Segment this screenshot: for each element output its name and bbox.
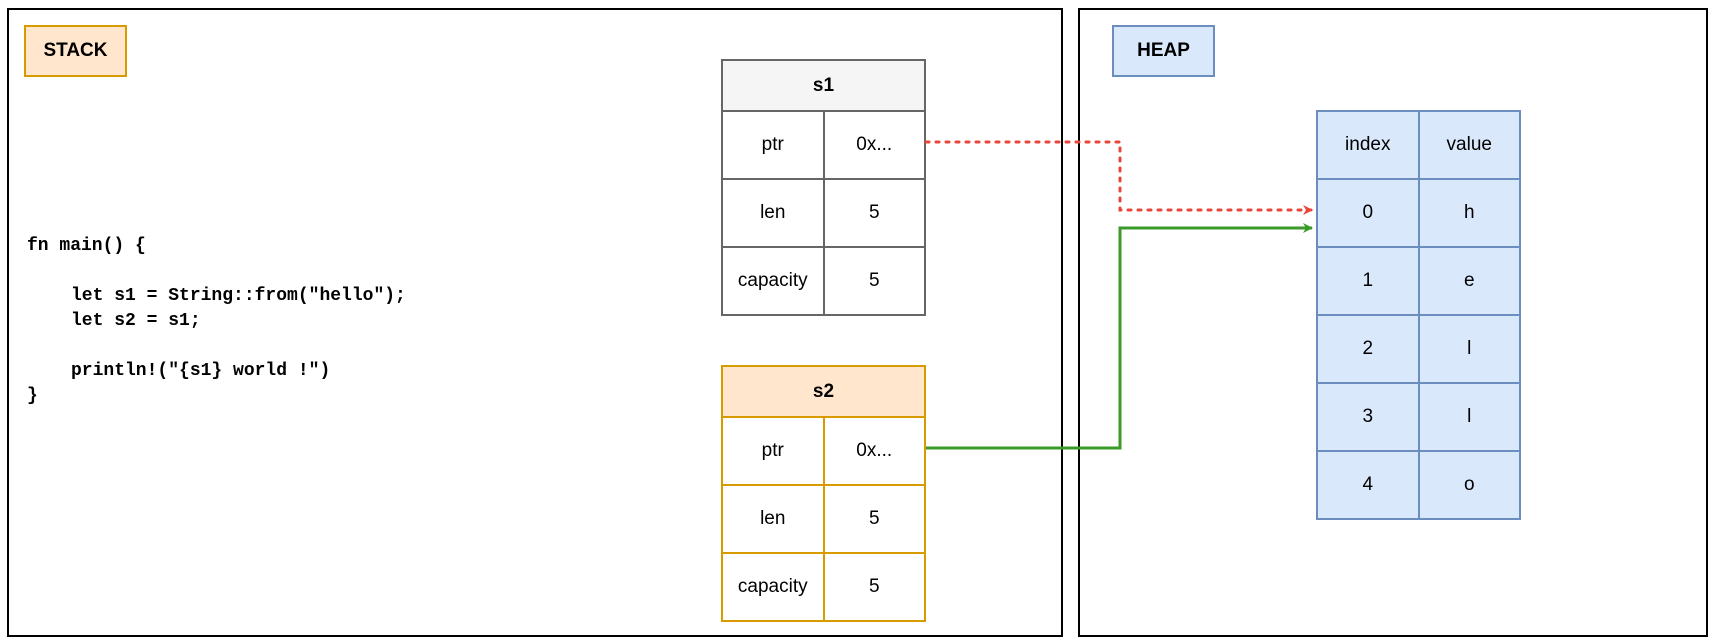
heap-index-cell: 4: [1316, 450, 1420, 520]
heap-label: HEAP: [1112, 25, 1215, 77]
heap-value-cell: o: [1417, 450, 1521, 520]
code-block: fn main() {let s1 = String::from("hello"…: [27, 234, 406, 409]
code-line: println!("{s1} world !"): [71, 361, 331, 381]
heap-value-cell: h: [1417, 178, 1521, 248]
stack-label: STACK: [24, 25, 127, 77]
heap-row-1: 1 e: [1316, 246, 1521, 316]
s2-row-capacity: capacity 5: [721, 552, 926, 622]
s1-field-capacity: capacity: [721, 246, 825, 316]
heap-value-cell: l: [1417, 382, 1521, 452]
heap-index-cell: 1: [1316, 246, 1420, 316]
s1-field-ptr: ptr: [721, 110, 825, 180]
code-line: let s2 = s1;: [71, 311, 201, 331]
heap-index-cell: 3: [1316, 382, 1420, 452]
heap-row-0: 0 h: [1316, 178, 1521, 248]
heap-index-cell: 0: [1316, 178, 1420, 248]
heap-value-cell: e: [1417, 246, 1521, 316]
s2-field-ptr: ptr: [721, 416, 825, 486]
s2-row-len: len 5: [721, 484, 926, 554]
s1-row-capacity: capacity 5: [721, 246, 926, 316]
code-line: let s1 = String::from("hello");: [71, 286, 406, 306]
s2-field-len: len: [721, 484, 825, 554]
heap-header-row: index value: [1316, 110, 1521, 180]
s2-row-ptr: ptr 0x...: [721, 416, 926, 486]
code-line: [27, 334, 406, 359]
heap-index-cell: 2: [1316, 314, 1420, 384]
code-line: [27, 259, 406, 284]
s1-value-len: 5: [822, 178, 926, 248]
s2-value-len: 5: [822, 484, 926, 554]
heap-row-3: 3 l: [1316, 382, 1521, 452]
s1-value-capacity: 5: [822, 246, 926, 316]
heap-row-4: 4 o: [1316, 450, 1521, 520]
heap-value-cell: l: [1417, 314, 1521, 384]
s2-title: s2: [721, 365, 926, 418]
s1-row-len: len 5: [721, 178, 926, 248]
s2-struct-table: s2 ptr 0x... len 5 capacity 5: [721, 365, 926, 622]
heap-row-2: 2 l: [1316, 314, 1521, 384]
s1-title: s1: [721, 59, 926, 112]
s2-field-capacity: capacity: [721, 552, 825, 622]
s2-value-ptr: 0x...: [822, 416, 926, 486]
s1-field-len: len: [721, 178, 825, 248]
s2-value-capacity: 5: [822, 552, 926, 622]
heap-table: index value 0 h 1 e 2 l 3 l 4 o: [1316, 110, 1521, 520]
heap-header-value: value: [1417, 110, 1521, 180]
s1-value-ptr: 0x...: [822, 110, 926, 180]
code-line: fn main() {: [27, 236, 146, 256]
s1-row-ptr: ptr 0x...: [721, 110, 926, 180]
code-line: }: [27, 386, 38, 406]
s1-struct-table: s1 ptr 0x... len 5 capacity 5: [721, 59, 926, 316]
heap-header-index: index: [1316, 110, 1420, 180]
